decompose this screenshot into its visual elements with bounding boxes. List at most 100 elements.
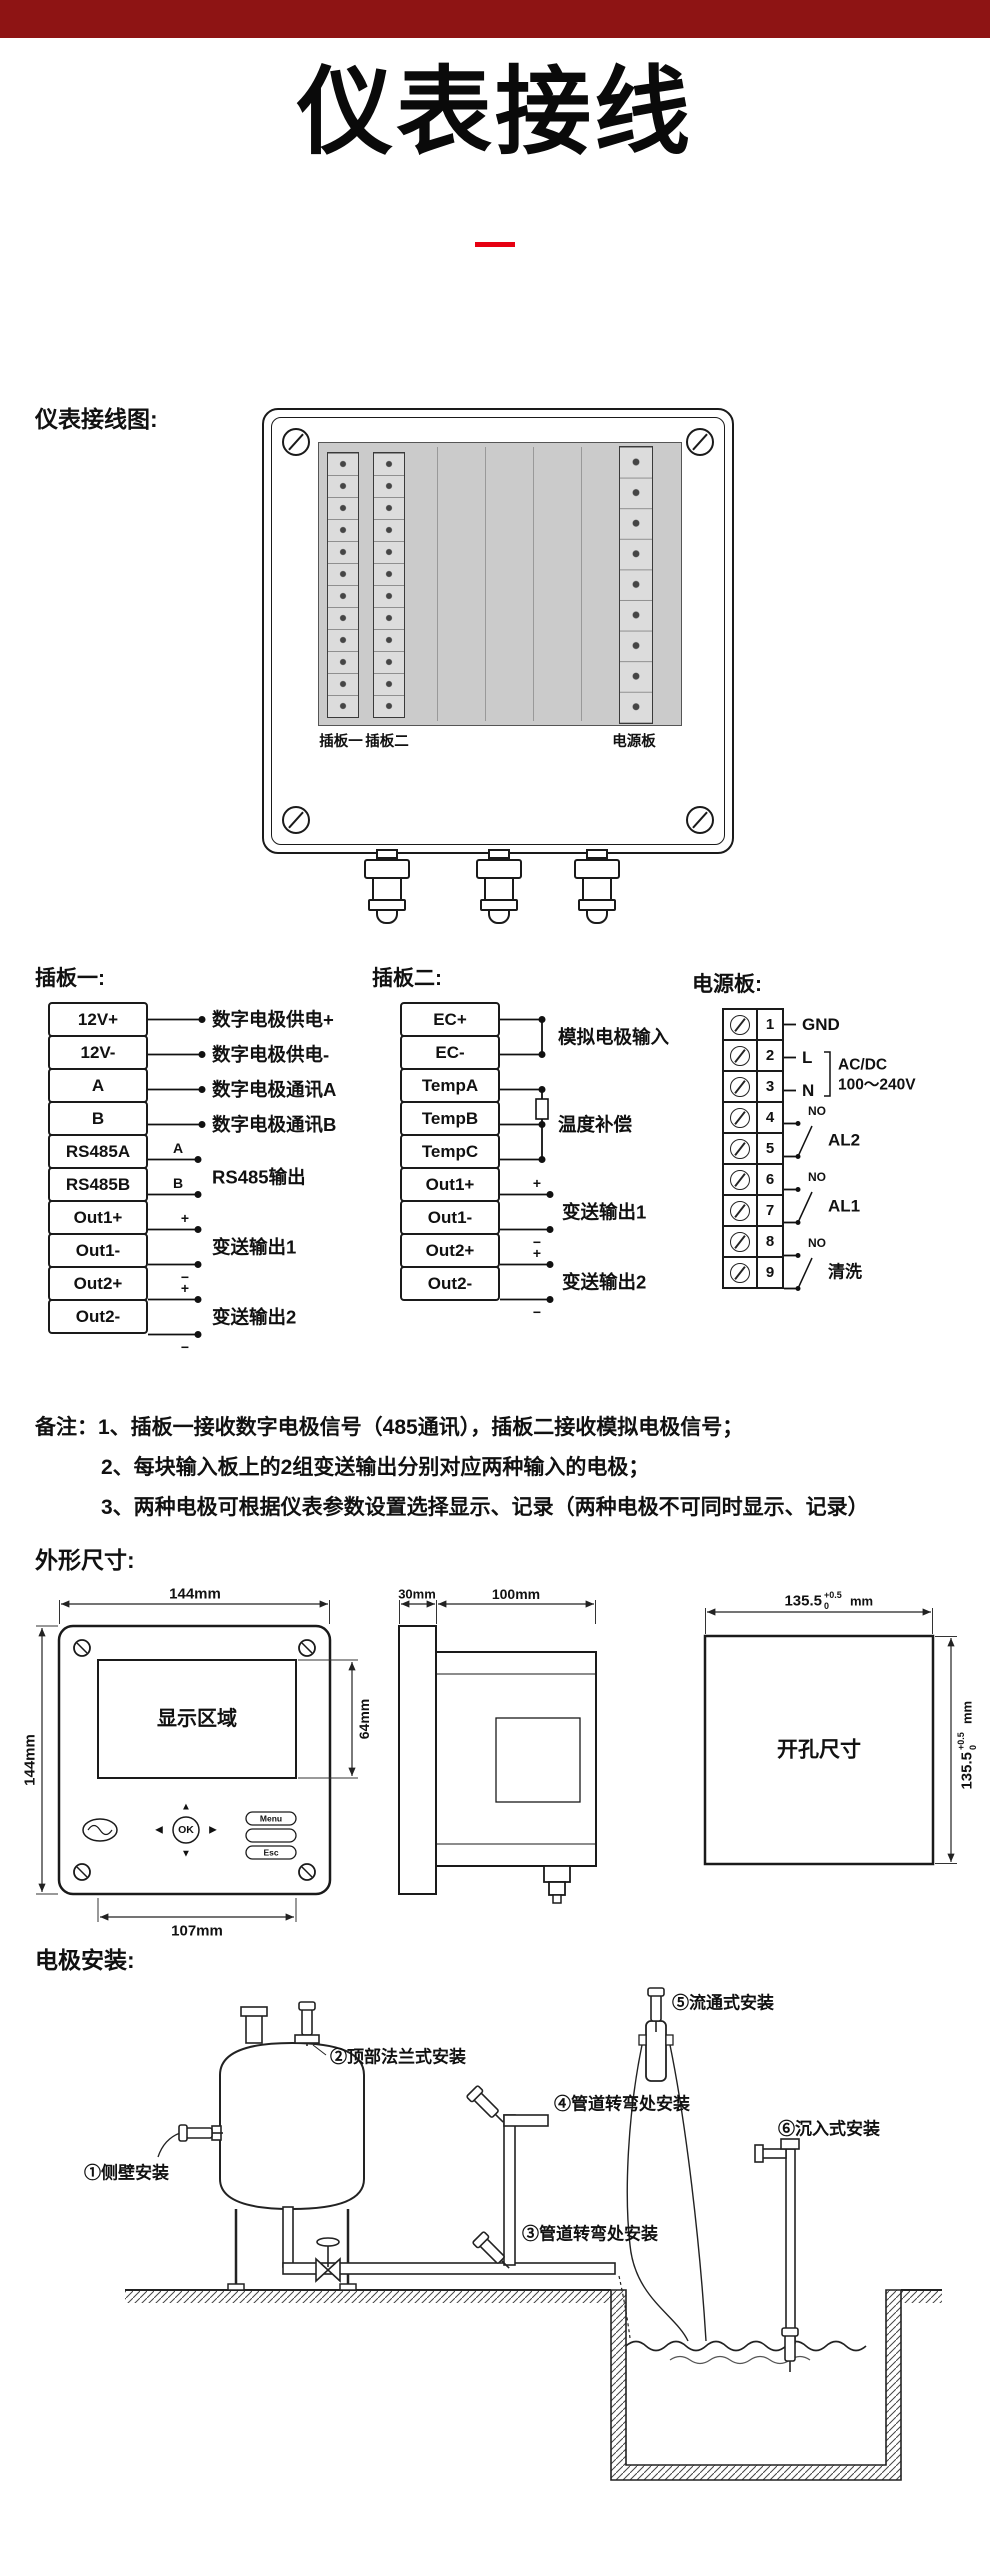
esc-button-label: Esc [263,1848,278,1858]
ok-button-label: OK [178,1824,194,1836]
screw-terminal-icon [722,1039,758,1072]
board2-wiring: 模拟电极输入 温度补偿 + − 变送输出1 + − 变送输出2 [500,1016,670,1320]
outfall-flow [618,2275,631,2339]
side-cable-gland [543,1865,571,1883]
slot-divider [485,447,486,721]
relay-switch-blades [797,1125,813,1289]
dpad-up-icon: ▲ [181,1802,191,1813]
terminal-cell: Out1- [400,1200,500,1235]
front-width-dim: 144mm [169,1586,221,1603]
installation-diagram: ①侧壁安装 ②顶部法兰式安装 ③管道转弯处安装 ④管道转弯处安装 ⑤流通式安装 … [84,1987,942,2481]
side-depth-dim: 100mm [492,1586,540,1602]
power-terminal-table: 1 2 3 4 5 6 7 8 9 [722,1008,784,1289]
terminal-cell: A [48,1068,148,1103]
acdc-line2: 100～240V [838,1077,916,1094]
cutout-dim-value: 135.5 [784,1593,822,1610]
temp-comp-label: 温度补偿 [558,1114,633,1135]
sample-tube [626,2044,689,2342]
label-leader-line [312,2044,327,2056]
out2-plus-tag: + [533,1245,541,1261]
terminal-cell: RS485B [48,1167,148,1202]
rs485-output-label: RS485输出 [212,1167,306,1188]
ok-button [172,1816,200,1844]
power-terminal-number: 4 [758,1101,784,1134]
terminal-cell: B [48,1101,148,1136]
front-bottom-dim: 107mm [171,1923,223,1940]
screw-terminal-icon [722,1225,758,1258]
cable-gland [572,849,622,924]
power-terminal-number: 7 [758,1194,784,1227]
install-label-2: ②顶部法兰式安装 [330,2047,466,2067]
svg-text:0: 0 [968,1745,978,1750]
slot-divider [437,447,438,721]
screw-terminal-icon [722,1194,758,1227]
screw-terminal-icon [722,1101,758,1134]
power-terminal-number: 1 [758,1008,784,1041]
power-terminal-row: 5 [722,1132,784,1165]
notes-label: 备注： [35,1416,98,1439]
cutout-label: 开孔尺寸 [777,1738,861,1762]
piping [282,2114,631,2339]
terminal-cell: Out1+ [400,1167,500,1202]
cutout-tol-zero: 0 [824,1601,829,1611]
side-view: 30mm 100mm [398,1586,597,1904]
out2-minus-tag: − [181,1339,189,1355]
gnd-label: GND [802,1015,840,1034]
relay-name: AL1 [828,1197,860,1216]
front-height-dim: 144mm [22,1734,39,1786]
electrode-cable [157,2132,181,2158]
tank [219,2006,365,2291]
terminal-cell: EC- [400,1035,500,1070]
cutout-right-dim: 135.5 +0.5 0 mm [956,1701,978,1790]
tank-body [219,2041,365,2211]
valve-handwheel [316,2237,340,2247]
power-terminal-row: 9 [722,1256,784,1289]
svg-text:mm: mm [960,1701,975,1724]
device-terminal-panel [318,442,682,726]
relay-no-tag: NO [808,1104,826,1118]
live-label: L [802,1048,812,1067]
electrode-probe-4 [465,2084,510,2129]
terminal-cell: Out2- [48,1299,148,1334]
power-terminal-number: 9 [758,1256,784,1289]
valve-icon [315,2257,330,2283]
immersion-holder-pipe [785,2148,796,2344]
svg-text:135.5: 135.5 [959,1752,976,1790]
dimensions-section-label: 外形尺寸: [35,1547,135,1573]
terminal-cell: Out2- [400,1266,500,1301]
esc-button [245,1845,297,1860]
middle-button [245,1828,297,1843]
horizontal-pipe [282,2262,616,2275]
installation-section-label: 电极安装: [35,1947,135,1973]
acdc-bracket [824,1051,831,1097]
power-wire-lines [784,1023,798,1290]
board2-label: 插板二: [372,967,442,990]
ec-input-label: 模拟电极输入 [558,1027,670,1048]
power-terminal-row: 4 [722,1101,784,1134]
out2-plus-tag: + [181,1280,189,1296]
screw-terminal-icon [722,1132,758,1165]
slot-divider [581,447,582,721]
sample-tube [669,2044,707,2342]
terminal-cell: 12V- [48,1035,148,1070]
device-wiring-diagram: 插板一 插板二 电源板 [262,408,734,924]
install-label-4: ④管道转弯处安装 [554,2094,690,2114]
thermistor-symbol [535,1098,549,1120]
install-label-6: ⑥沉入式安装 [778,2119,880,2139]
board1-wiring: 数字电极供电+ 数字电极供电- 数字电极通讯A 数字电极通讯B A B RS48… [148,1009,336,1355]
device-slot2-label: 插板二 [365,734,409,750]
immersion-assembly [754,2138,800,2344]
neutral-label: N [802,1081,814,1100]
terminal-cell: Out2+ [48,1266,148,1301]
note-row-1: 备注：1、插板一接收数字电极信号（485通讯），插板二接收模拟电极信号； [35,1408,869,1448]
display-area [97,1659,297,1779]
rs485-tag-b: B [173,1175,183,1191]
terminal-cell: TempC [400,1134,500,1169]
board1-wire-dots [194,1016,206,1338]
cable-gland [474,849,524,924]
pit [610,2289,902,2481]
dimension-drawings: 显示区域 OK ▲ ▼ ◀ ▶ Menu Esc 144mm 144mm 64m… [22,1586,979,1940]
power-terminal-row: 2 [722,1039,784,1072]
relay-no-tag: NO [808,1236,826,1250]
terminal-cell: TempA [400,1068,500,1103]
